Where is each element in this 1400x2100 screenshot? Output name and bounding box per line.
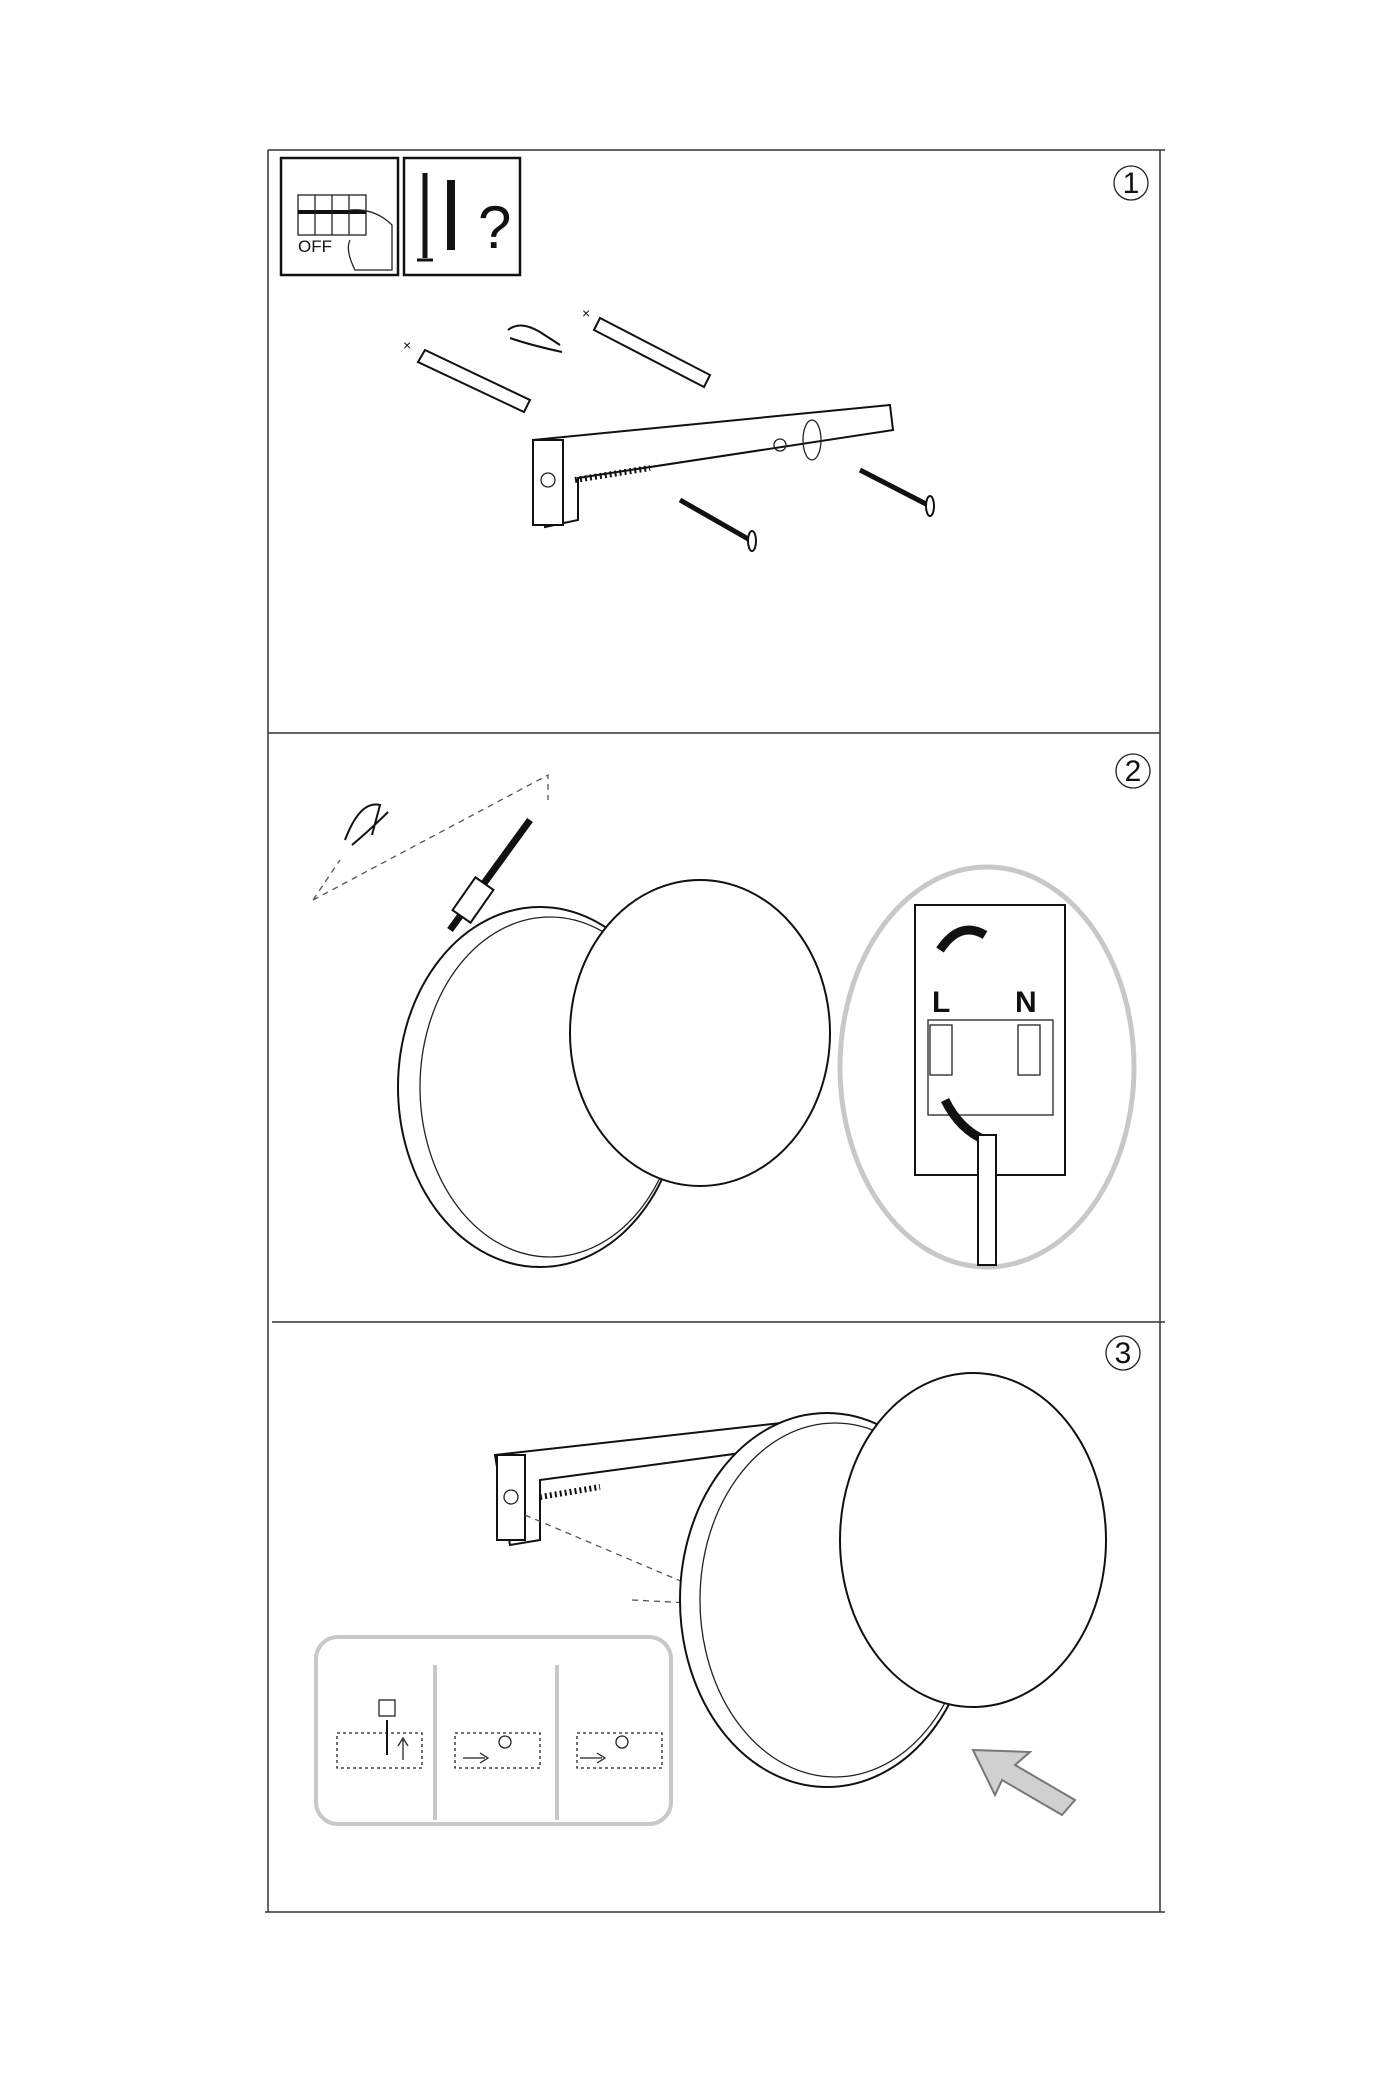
- wall-plug-left-icon: ×: [403, 337, 532, 414]
- svg-text:1: 1: [1123, 167, 1140, 200]
- screw-right-icon: [858, 467, 935, 517]
- svg-text:×: ×: [403, 337, 411, 353]
- svg-text:3: 3: [1115, 1337, 1132, 1370]
- step-number-badge: 1: [1113, 165, 1149, 201]
- power-off-icon: OFF: [279, 156, 400, 277]
- panel-frames: [265, 149, 1165, 1913]
- wall-plug-right-icon: ×: [582, 305, 712, 389]
- svg-text:?: ?: [478, 194, 511, 261]
- wiring-detail-inset: L N: [837, 864, 1137, 1270]
- neutral-terminal-label: N: [1015, 986, 1037, 1019]
- wire-stripper-icon: [344, 803, 389, 846]
- lamp-body: [397, 879, 831, 1268]
- screw-left-icon: [678, 497, 757, 552]
- step-1-panel: 1 OFF ? × ×: [279, 156, 1149, 552]
- step-number-badge: 2: [1115, 753, 1151, 789]
- wire-stripper-icon: [507, 324, 563, 353]
- push-arrow-icon: [971, 1748, 1077, 1817]
- svg-text:×: ×: [582, 305, 590, 321]
- step-3-panel: 3: [314, 1335, 1141, 1826]
- keyhole-step-2: [454, 1732, 541, 1769]
- lamp-body: [679, 1372, 1107, 1788]
- mounting-bracket: [531, 403, 895, 529]
- guide-line: [524, 1514, 691, 1604]
- svg-text:OFF: OFF: [298, 237, 332, 256]
- screw-and-plug-icon: ?: [402, 156, 522, 277]
- svg-text:2: 2: [1125, 755, 1142, 788]
- keyhole-detail-inset: [314, 1635, 673, 1826]
- keyhole-step-3: [576, 1732, 663, 1769]
- live-terminal-label: L: [932, 986, 950, 1019]
- keyhole-step-1: [336, 1699, 423, 1769]
- step-2-panel: 2 L N: [312, 753, 1151, 1270]
- guide-line: [312, 773, 549, 901]
- terminal-block: [451, 875, 495, 925]
- step-number-badge: 3: [1105, 1335, 1141, 1371]
